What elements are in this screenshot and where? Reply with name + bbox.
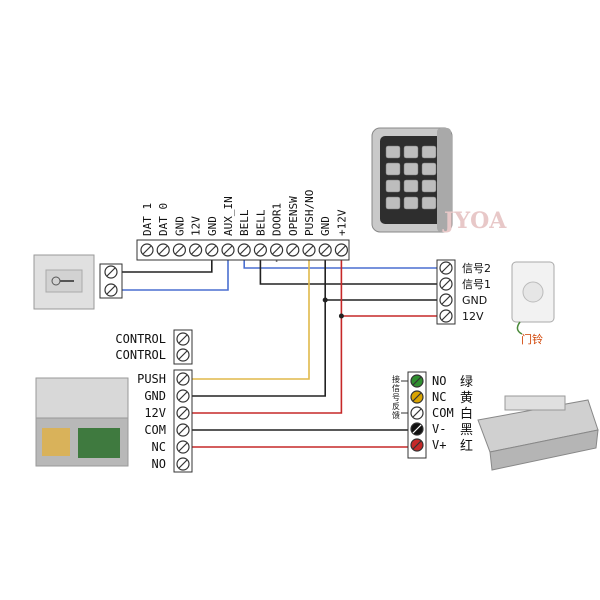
keypad-terminal-label: PUSH/NO (303, 190, 316, 236)
doorbell-icon (511, 261, 555, 335)
keypad-terminal-label: BELL (238, 209, 251, 236)
keypad-terminal-screw-slot (142, 245, 152, 255)
power-supply-icon (35, 377, 129, 467)
power-terminal-label: GND (144, 389, 166, 403)
lock-terminal-slot (412, 408, 422, 418)
lock-terminal-slot (412, 376, 422, 386)
keypad-terminal-screw-slot (272, 245, 282, 255)
keypad-terminal-screw-slot (223, 245, 233, 255)
power-terminal-screw-slot (178, 459, 188, 469)
doorbell-caption: 门铃 (521, 332, 543, 346)
lock-terminal-label: COM (432, 406, 454, 420)
lock-terminal-color-label: 黄 (460, 391, 473, 406)
doorbell-terminal-screw-slot (441, 263, 451, 273)
keypad-terminal-label: AUX_IN (222, 196, 235, 236)
control-terminal-label: CONTROL (115, 332, 166, 346)
lock-terminal-label: NC (432, 390, 446, 404)
doorbell-terminal-screw-slot (441, 279, 451, 289)
power-terminal-label: 12V (144, 406, 166, 420)
wire-junction (322, 297, 328, 303)
power-terminal-label: COM (144, 423, 166, 437)
lock-feedback-label-char: 接 (392, 374, 400, 384)
lock-feedback-label-char: 馈 (392, 410, 400, 420)
keypad-terminal-label: 12V (190, 216, 203, 236)
lock-terminal-color-label: 红 (460, 438, 473, 454)
keypad-terminal-label: GND (173, 216, 186, 236)
wire-12v-power (189, 316, 343, 414)
doorbell-terminal-screw-slot (441, 295, 451, 305)
doorbell-terminal-label: 信号2 (462, 262, 491, 275)
keypad-terminal-screw-slot (191, 245, 201, 255)
lock-terminal-slot (412, 392, 422, 402)
keypad-terminal-label: OPENSW (287, 196, 300, 236)
power-terminal-screw-slot (178, 374, 188, 384)
keypad-terminal-screw-slot (158, 245, 168, 255)
power-terminal-label: NC (152, 440, 166, 454)
keypad-terminal-screw-slot (320, 245, 330, 255)
doorbell-terminal-label: GND (462, 294, 487, 307)
keypad-terminal-screw-slot (239, 245, 249, 255)
lock-terminal-color-label: 白 (460, 406, 473, 422)
keypad-terminal-label: DOOR1 (271, 203, 284, 236)
lock-terminal-label: NO (432, 374, 446, 388)
wire-bell-12v (340, 256, 440, 317)
exit-button-screw-slot (106, 285, 116, 295)
lock-terminal-label: V- (432, 422, 446, 436)
keypad-terminal-label: +12V (335, 209, 348, 236)
doorbell-terminal-label: 12V (462, 310, 484, 323)
wire-exit-gnd (117, 256, 213, 273)
control-terminal-screw-slot (178, 350, 188, 360)
wire-bell-gnd (324, 256, 440, 301)
wire-push (189, 256, 310, 380)
lock-terminal-color-label: 黑 (460, 423, 473, 438)
keypad-terminal-screw-slot (207, 245, 217, 255)
control-terminal-screw-slot (178, 334, 188, 344)
keypad-terminal-label: DAT 0 (157, 203, 170, 236)
doorbell-terminal-screw-slot (441, 311, 451, 321)
power-terminal-screw-slot (178, 425, 188, 435)
control-terminal-label: CONTROL (115, 348, 166, 362)
keypad-terminal-label: GND (206, 216, 219, 236)
keypad-terminal-screw-slot (288, 245, 298, 255)
power-terminal-screw-slot (178, 408, 188, 418)
power-terminal-label: PUSH (137, 372, 166, 386)
exit-button-icon (33, 254, 95, 310)
keypad-terminal-screw-slot (255, 245, 265, 255)
wire-junction (338, 313, 344, 319)
lock-feedback-label-char: 号 (392, 393, 400, 402)
power-terminal-label: NO (152, 457, 166, 471)
electric-lock-icon (477, 395, 599, 471)
exit-button-screw-slot (106, 267, 116, 277)
keypad-icon (371, 127, 453, 233)
power-terminal-screw-slot (178, 391, 188, 401)
wire-exit-auxin (117, 256, 229, 291)
watermark-text: JYOA (442, 208, 507, 234)
doorbell-terminal-label: 信号1 (462, 278, 491, 291)
keypad-terminal-screw-slot (336, 245, 346, 255)
lock-terminal-color-label: 绿 (460, 375, 473, 390)
doorbell-terminal-block (436, 259, 456, 325)
lock-terminal-slot (412, 424, 422, 434)
lock-feedback-label-char: 反 (392, 401, 400, 411)
keypad-terminal-label: DAT 1 (141, 203, 154, 236)
keypad-terminal-label: GND (319, 216, 332, 236)
power-terminal-screw-slot (178, 442, 188, 452)
keypad-terminal-label: BELL (254, 209, 267, 236)
keypad-terminal-screw-slot (304, 245, 314, 255)
wire-gnd-power (189, 300, 327, 397)
keypad-terminal-screw-slot (174, 245, 184, 255)
wire-bell-signal1 (259, 256, 440, 285)
lock-feedback-label-char: 信 (392, 383, 400, 393)
lock-terminal-slot (412, 440, 422, 450)
lock-terminal-label: V+ (432, 438, 446, 452)
